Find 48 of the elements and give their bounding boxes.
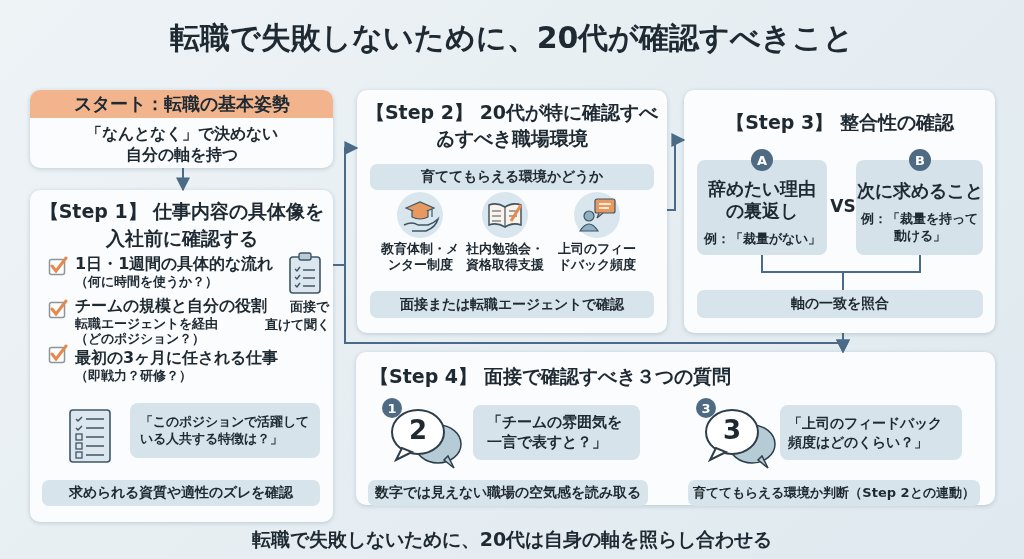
question-number: 2 — [407, 415, 429, 447]
letter-badge: A — [751, 149, 773, 171]
step-heading: 【Step 2】 20代が特に確認すべゐすべき職場環境 — [364, 100, 660, 151]
icon-caption: 教育体制・メンター制度 — [380, 241, 460, 275]
diagram-title: 転職で失敗しないために、20代が確認すべきこと — [168, 19, 856, 57]
step-panel — [684, 90, 995, 333]
arrow — [176, 167, 190, 192]
summary-pill: 求められる資質や適性のズレを確認 — [42, 480, 320, 506]
summary-pill: 育ててもらえる環境か判断（Step 2との連動） — [688, 480, 980, 506]
step-panel — [356, 352, 995, 505]
summary-pill: 面接または転職エージェントで確認 — [370, 291, 654, 318]
start-card — [30, 90, 333, 168]
example-text: 例：「裁量がない」 — [703, 230, 821, 248]
arrow — [666, 133, 686, 211]
speech-bubble: 「上司のフィードバック頻度はどのくらい？」 — [780, 405, 962, 460]
checklist-note: 転職エージェントを経由 — [75, 316, 219, 331]
comparison-heading: 辞めたい理由の裏返し — [707, 177, 817, 223]
speech-bubble: 「このポジションで活躍している人共する特徴は？」 — [130, 403, 320, 458]
speech-bubble: 「チームの雰囲気を一言で表すと？」 — [473, 405, 640, 460]
step-heading: 【Step 1】 仕事内容の具体像を入社前に確認する — [38, 199, 326, 251]
number-badge: 3 — [696, 398, 716, 418]
checklist-item: チームの規模と自分の役割 — [75, 296, 268, 316]
step-panel — [30, 190, 333, 522]
icon-caption: 社内勉強会・資格取得支援 — [465, 241, 545, 275]
start-heading: スタート：転職の基本姿勢 — [30, 90, 333, 118]
checklist-note: （何に時間を使うか？） — [75, 274, 219, 290]
number-badge: 1 — [382, 398, 402, 418]
connector-line — [842, 254, 921, 291]
comparison-heading: 次に求めること — [856, 180, 983, 203]
side-note: 直けて聞く — [264, 316, 330, 332]
start-text: 「なんとなく」で決めない自分の軸を持つ — [85, 124, 279, 166]
checklist-item: 最初の3ヶ月に任される仕事 — [75, 348, 280, 368]
step-panel — [357, 90, 667, 333]
summary-pill: 軸の一致を照合 — [697, 290, 983, 318]
diagram-caption: 転職で失敗しないために、20代は自身の軸を照らし合わせる — [250, 527, 774, 552]
checklist-note: （どのポジション？） — [75, 331, 206, 346]
checklist-note: （即戦力？研修？） — [75, 368, 193, 384]
example-text: 例：「裁量を持って動ける」 — [859, 210, 979, 245]
summary-pill: 数字では見えない職場の空気感を読み取る — [368, 480, 648, 506]
vs-label: VS — [829, 196, 857, 218]
side-note: 面接で — [289, 298, 329, 316]
step-heading: 【Step 3】 整合性の確認 — [725, 110, 956, 135]
icon-caption: 上司のフィードバック頻度 — [557, 241, 637, 275]
step-heading: 【Step 4】 面接で確認すべき３つの質問 — [370, 364, 732, 389]
question-number: 3 — [721, 415, 743, 447]
summary-pill: 育ててもらえる環境かどうか — [370, 164, 654, 190]
letter-badge: B — [909, 149, 931, 171]
checklist-item: 1日・1週間の具体的な流れ — [75, 254, 275, 274]
